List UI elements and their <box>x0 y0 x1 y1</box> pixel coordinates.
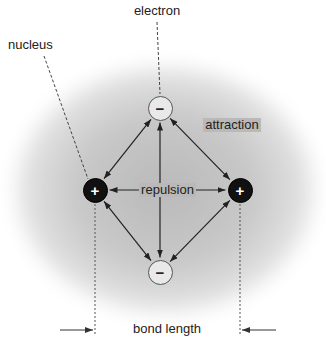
dimension-label: bond length <box>133 322 201 337</box>
nucleus-circle: + <box>83 178 108 203</box>
nucleus-circle: + <box>228 178 253 203</box>
dimension-line <box>240 204 241 336</box>
force-arrow <box>170 200 230 261</box>
leader-line <box>44 56 88 179</box>
dimension-arrow <box>242 330 276 331</box>
part-label: nucleus <box>8 38 53 53</box>
force-label: repulsion <box>139 183 196 198</box>
electron-circle: − <box>148 260 173 285</box>
charge-sign: − <box>156 101 165 116</box>
force-label: attraction <box>203 118 260 133</box>
force-arrow <box>104 119 151 178</box>
charge-sign: + <box>91 183 100 198</box>
dimension-line <box>95 204 96 336</box>
charge-sign: + <box>236 183 245 198</box>
dimension-arrow <box>60 330 93 331</box>
force-arrow <box>104 201 151 260</box>
leader-line <box>157 22 160 94</box>
charge-sign: − <box>156 265 165 280</box>
electron-circle: − <box>148 96 173 121</box>
part-label: electron <box>134 4 180 19</box>
